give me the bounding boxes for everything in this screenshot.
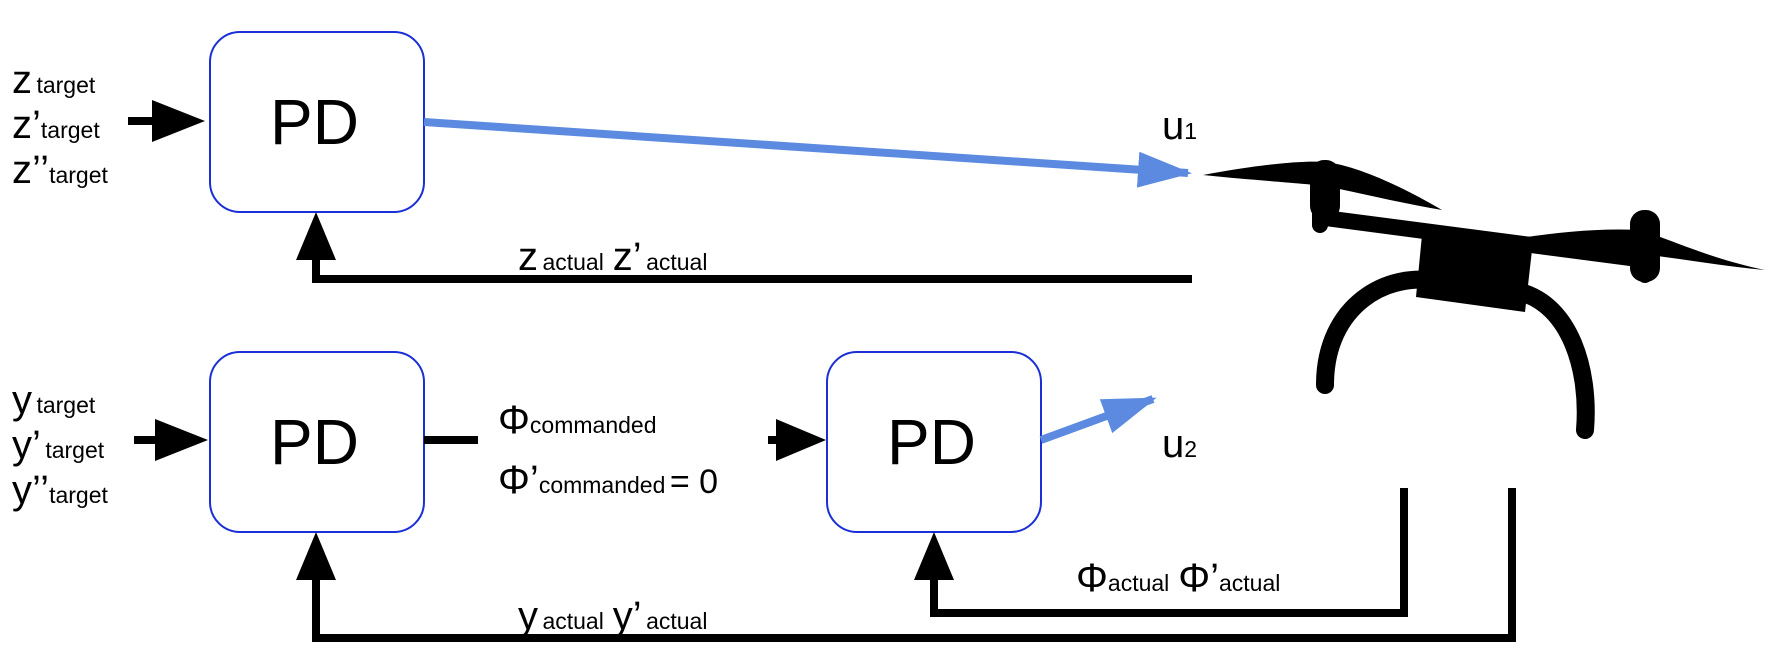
input-y-ddot-target: y’’target xyxy=(12,468,108,512)
feedback-line-attitude xyxy=(914,488,1408,617)
input-arrow-lateral xyxy=(134,419,208,461)
pd-label-lateral-outer: PD xyxy=(270,406,359,478)
input-z-target: z target xyxy=(12,58,96,102)
pd-label-altitude: PD xyxy=(270,86,359,158)
input-z-ddot-target: z’’target xyxy=(12,148,108,192)
input-arrow-altitude xyxy=(128,100,205,142)
input-z-dot-target: z’target xyxy=(12,103,100,147)
u2-output-arrow xyxy=(1039,395,1157,444)
output-u2: u2 xyxy=(1162,422,1198,466)
pd-label-lateral-inner: PD xyxy=(887,406,976,478)
output-u1: u1 xyxy=(1162,104,1198,148)
feedback-label-lateral: y actual y’ actual xyxy=(518,594,708,638)
feedback-line-altitude xyxy=(296,212,1192,283)
feedback-label-attitude: Φactual Φ’actual xyxy=(1076,556,1281,600)
feedback-line-lateral xyxy=(296,488,1516,642)
drone-icon xyxy=(1203,160,1765,439)
u1-output-arrow xyxy=(423,118,1192,188)
input-y-dot-target: y’ target xyxy=(12,423,105,467)
input-y-target: y target xyxy=(12,378,96,422)
phi-commanded: Φcommanded xyxy=(498,398,657,442)
input-arrow-inner xyxy=(768,419,826,461)
phi-dot-commanded: Φ’commanded = 0 xyxy=(498,458,719,502)
feedback-label-altitude: z actual z’ actual xyxy=(518,235,708,279)
